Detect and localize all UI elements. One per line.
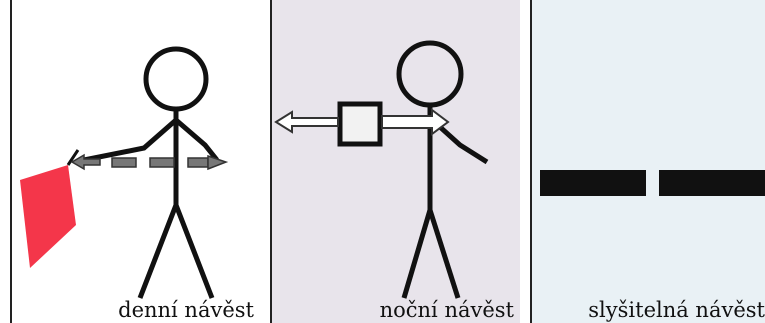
caption-audible-signal: slyšitelná návěst <box>588 298 765 322</box>
lantern <box>337 101 383 147</box>
stick-figure-with-lantern-icon <box>274 40 489 299</box>
caption-night-signal: noční návěst <box>379 298 514 322</box>
caption-day-signal: denní návěst <box>118 298 254 322</box>
panel-night-signal: noční návěst <box>270 0 520 323</box>
long-sound-bar <box>540 170 646 196</box>
long-sound-bar <box>659 170 765 196</box>
panel-day-signal: denní návěst <box>10 0 258 323</box>
motion-arrow <box>70 153 229 171</box>
flag <box>20 165 76 268</box>
panel-audible-signal: slyšitelná návěst <box>530 0 765 323</box>
stick-figure-with-flag-icon <box>20 46 229 299</box>
motion-arrow <box>274 108 450 136</box>
two-long-sound-signals-icon <box>540 170 765 196</box>
